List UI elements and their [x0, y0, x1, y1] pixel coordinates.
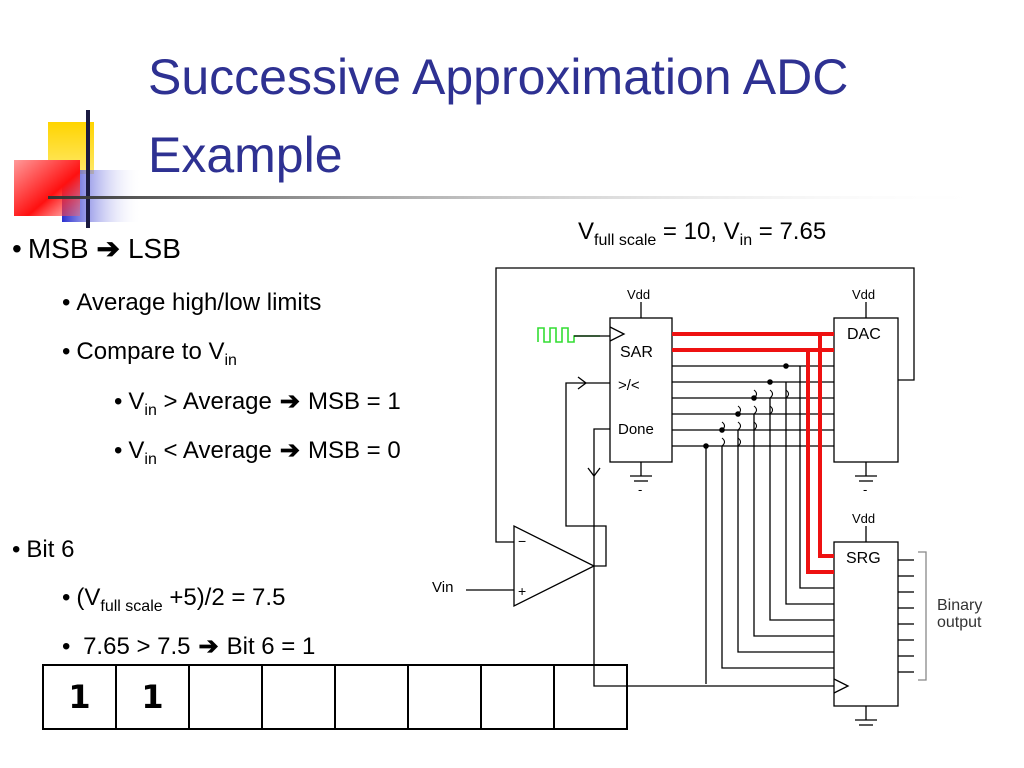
given-values: Vfull scale = 10, Vin = 7.65 [578, 218, 827, 249]
bullet-vin-greater: •Vin > Average➔MSB = 1 [114, 388, 401, 419]
dac-label: DAC [847, 326, 881, 343]
vin-label: Vin [432, 579, 453, 596]
clock-icon [537, 327, 600, 343]
sar-vdd-label: Vdd [627, 287, 650, 302]
bit-cell [553, 664, 628, 730]
arrow-icon: ➔ [279, 388, 300, 415]
bullet-compare: •Compare to Vin [62, 338, 237, 369]
red-square [14, 160, 80, 216]
bit-register-table: 1 1 [42, 664, 628, 730]
slide-title-line-2: Example [148, 127, 343, 183]
srg-vdd-label: Vdd [852, 511, 875, 526]
bit-cell: 1 [115, 664, 190, 730]
sar-label: SAR [620, 344, 653, 361]
bullet-msb-lsb: •MSB➔LSB [12, 233, 181, 264]
bit-cell [407, 664, 482, 730]
srg-label: SRG [846, 550, 881, 567]
arrow-icon: ➔ [96, 233, 120, 264]
bullet-vin-less: •Vin < Average➔MSB = 0 [114, 437, 401, 468]
bullet-bit6: •Bit 6 [12, 536, 75, 563]
done-label: Done [618, 421, 654, 438]
slide-decoration [14, 110, 998, 228]
arrow-icon: ➔ [198, 633, 219, 660]
slide-title-line-1: Successive Approximation ADC [148, 49, 849, 105]
bullet-bit6-result: • 7.65 > 7.5➔Bit 6 = 1 [62, 633, 316, 660]
binary-label: Binary [937, 597, 982, 614]
bit-cell [261, 664, 336, 730]
output-label: output [937, 614, 982, 631]
bit-cell [188, 664, 263, 730]
title-underline [48, 196, 998, 199]
comparator-plus-label: + [518, 583, 526, 599]
compare-label: >/< [618, 377, 640, 394]
bullet-bit6-average: •(Vfull scale +5)/2 = 7.5 [62, 584, 286, 615]
sar-ground-label: - [638, 482, 642, 497]
sar-adc-circuit: Vdd Vdd Vdd - - SAR >/< Done DAC SRG − +… [432, 267, 982, 726]
bit-cell [480, 664, 555, 730]
dac-ground-label: - [863, 482, 867, 497]
bullet-average-limits: •Average high/low limits [62, 289, 322, 316]
bit-cell: 1 [42, 664, 117, 730]
arrow-icon: ➔ [279, 437, 300, 464]
bit-cell [334, 664, 409, 730]
vertical-bar [86, 110, 90, 228]
dac-vdd-label: Vdd [852, 287, 875, 302]
comparator-minus-label: − [518, 533, 526, 549]
comparator [513, 524, 596, 608]
